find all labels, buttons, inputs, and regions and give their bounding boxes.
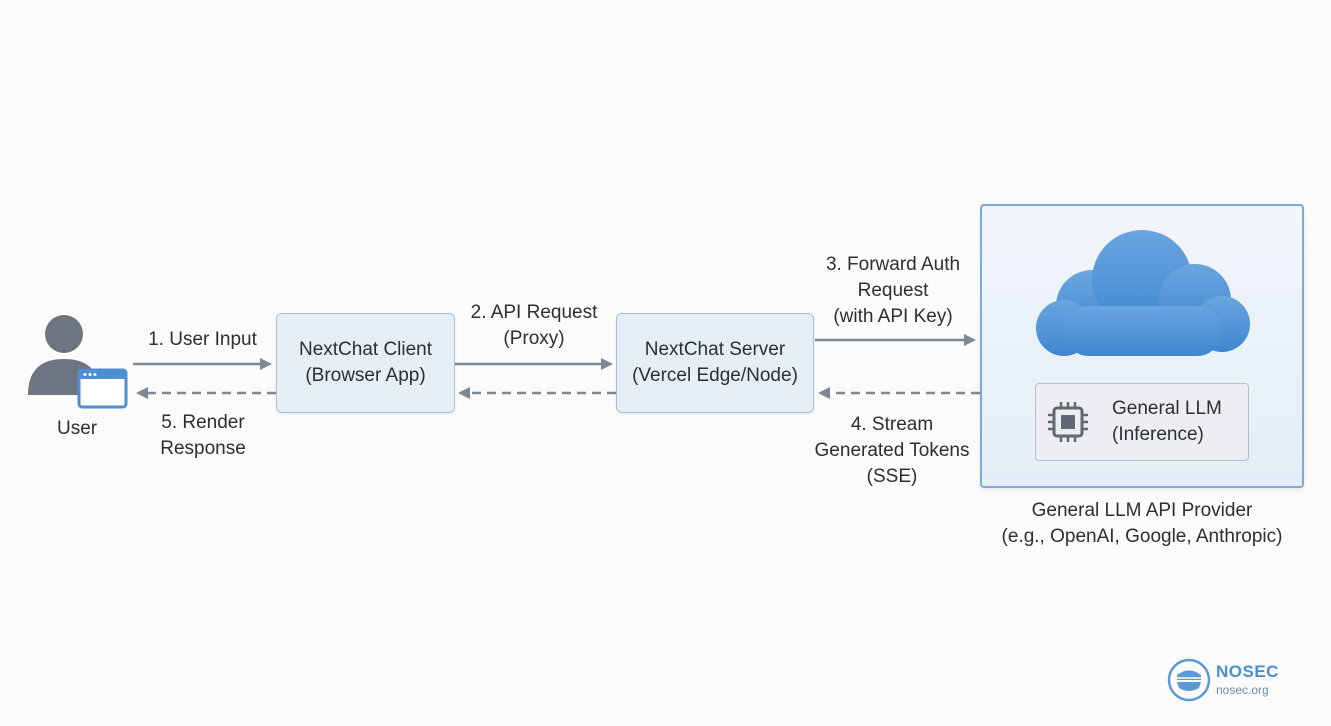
render-line1: 5. Render <box>161 412 245 433</box>
stream-line3: (SSE) <box>866 466 918 487</box>
label-forward-auth: 3. Forward Auth Request (with API Key) <box>812 252 974 330</box>
nextchat-client-node: NextChat Client (Browser App) <box>276 313 455 413</box>
brand-name: NOSEC <box>1216 662 1279 681</box>
provider-caption: General LLM API Provider (e.g., OpenAI, … <box>980 498 1304 550</box>
client-subtitle: (Browser App) <box>305 365 426 386</box>
label-render-response: 5. Render Response <box>140 410 266 462</box>
nosec-shield-icon <box>1167 658 1211 702</box>
llm-text: General LLM (Inference) <box>1112 396 1222 448</box>
user-label: User <box>57 418 98 439</box>
label-api-request: 2. API Request (Proxy) <box>456 300 612 352</box>
api-request-line1: 2. API Request <box>470 302 598 323</box>
nextchat-server-node: NextChat Server (Vercel Edge/Node) <box>616 313 814 413</box>
client-title: NextChat Client <box>298 339 433 360</box>
render-line2: Response <box>160 438 246 459</box>
label-stream-tokens: 4. Stream Generated Tokens (SSE) <box>800 412 984 490</box>
server-title: NextChat Server <box>644 339 786 360</box>
server-subtitle: (Vercel Edge/Node) <box>632 365 798 386</box>
api-request-line2: (Proxy) <box>503 328 565 349</box>
user-icon <box>28 315 128 409</box>
chip-icon <box>1048 402 1088 442</box>
label-user-input: 1. User Input <box>148 329 257 350</box>
llm-subtitle: (Inference) <box>1112 424 1204 445</box>
stream-line2: Generated Tokens <box>814 440 970 461</box>
stream-line1: 4. Stream <box>850 414 934 435</box>
provider-title: General LLM API Provider <box>1031 500 1253 521</box>
brand-url: nosec.org <box>1216 683 1269 697</box>
provider-examples: (e.g., OpenAI, Google, Anthropic) <box>1001 526 1283 547</box>
forward-auth-line1: 3. Forward Auth <box>825 254 961 275</box>
forward-auth-line3: (with API Key) <box>833 306 953 327</box>
forward-auth-line2: Request <box>857 280 929 301</box>
nosec-logo: NOSEC nosec.org <box>1167 658 1287 704</box>
cloud-icon <box>1036 230 1250 356</box>
llm-title: General LLM <box>1112 398 1222 419</box>
